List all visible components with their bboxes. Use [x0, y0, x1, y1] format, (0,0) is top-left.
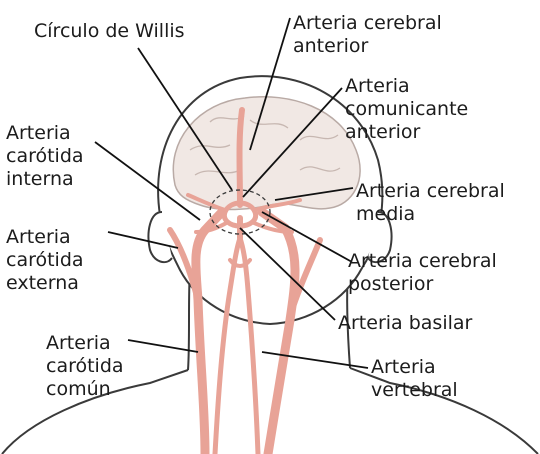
- label-line: Arteria: [345, 75, 468, 98]
- label-line: carótida: [6, 145, 84, 168]
- label-line: externa: [6, 272, 84, 295]
- label-carotida-comun: Arteria carótida común: [46, 332, 124, 401]
- label-line: posterior: [348, 273, 497, 296]
- label-line: carótida: [6, 249, 84, 272]
- label-line: Arteria cerebral: [293, 12, 442, 35]
- leader-vertebral: [262, 352, 368, 368]
- label-line: Arteria cerebral: [348, 250, 497, 273]
- label-line: anterior: [293, 35, 442, 58]
- label-line: Arteria cerebral: [356, 180, 505, 203]
- label-line: Arteria: [46, 332, 124, 355]
- label-circulo-willis: Círculo de Willis: [34, 20, 185, 43]
- label-carotida-interna: Arteria carótida interna: [6, 122, 84, 191]
- label-basilar: Arteria basilar: [338, 312, 472, 335]
- label-cerebral-posterior: Arteria cerebral posterior: [348, 250, 497, 296]
- label-line: Arteria: [6, 122, 84, 145]
- label-line: Arteria: [371, 356, 458, 379]
- label-carotida-externa: Arteria carótida externa: [6, 226, 84, 295]
- label-line: Arteria: [6, 226, 84, 249]
- label-line: interna: [6, 168, 84, 191]
- label-line: media: [356, 203, 505, 226]
- cerebral-anterior-artery: [240, 110, 243, 205]
- label-vertebral: Arteria vertebral: [371, 356, 458, 402]
- label-line: comunicante: [345, 98, 468, 121]
- leader-carotida-comun: [128, 340, 198, 352]
- label-line: vertebral: [371, 379, 458, 402]
- label-cerebral-anterior: Arteria cerebral anterior: [293, 12, 442, 58]
- label-cerebral-media: Arteria cerebral media: [356, 180, 505, 226]
- label-line: anterior: [345, 121, 468, 144]
- label-line: común: [46, 378, 124, 401]
- label-line: carótida: [46, 355, 124, 378]
- label-comunicante-anterior: Arteria comunicante anterior: [345, 75, 468, 144]
